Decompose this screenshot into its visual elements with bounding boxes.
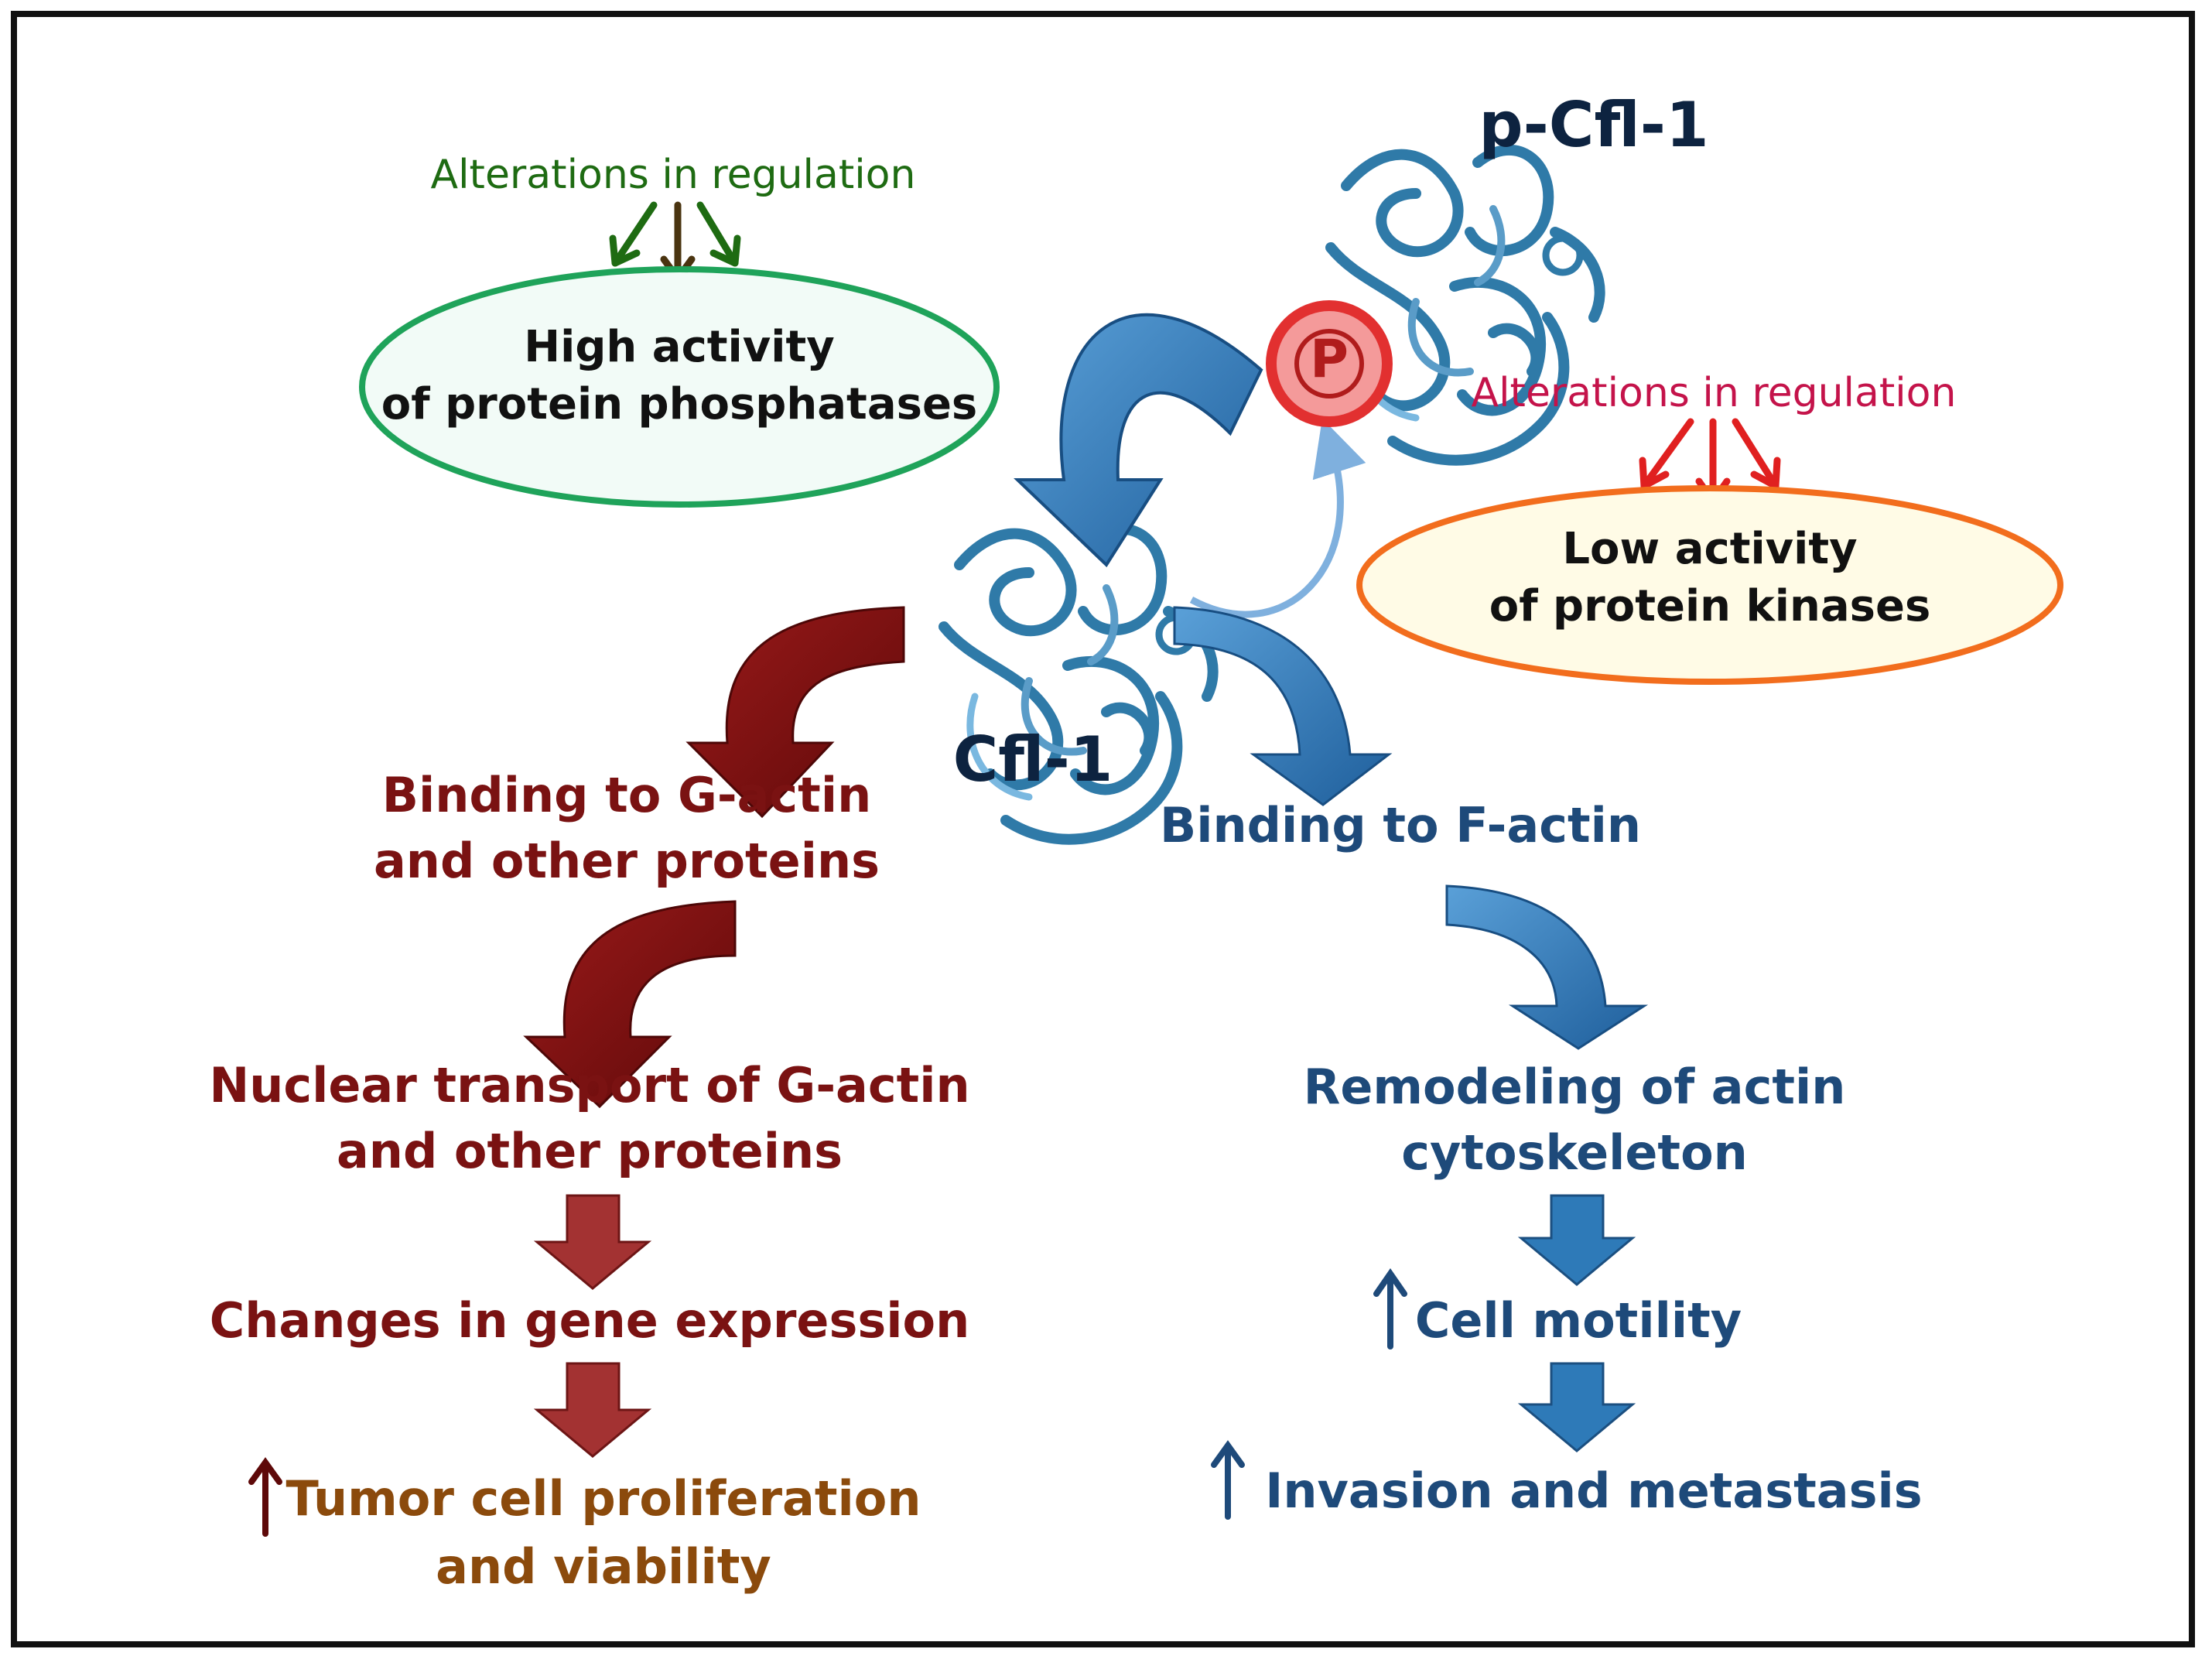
kinase-ellipse (1356, 485, 2063, 685)
remodeling-curved-arrow-icon (1445, 884, 1649, 1050)
p-cfl-label: p-Cfl-1 (1479, 89, 1709, 161)
phosphate-label: P (1310, 329, 1349, 390)
invasion-down-arrow-icon (1517, 1362, 1636, 1452)
phosphate-icon (1266, 300, 1393, 427)
cfl-label: Cfl-1 (952, 724, 1113, 795)
phosphatase-label: High activity of protein phosphatases (381, 322, 978, 429)
f-actin-curved-arrow-icon (1173, 606, 1393, 806)
g-actin-curved-arrow-icon (685, 606, 905, 819)
nuclear-curved-arrow-icon (523, 900, 737, 1109)
motility-down-arrow-icon (1517, 1194, 1636, 1286)
tumor-label: Tumor cell proliferation and viability (285, 1470, 921, 1595)
g-actin-label: Binding to G-actin and other proteins (373, 767, 880, 889)
gene-label: Changes in gene expression (209, 1292, 970, 1349)
motility-up-arrow-icon (1373, 1267, 1407, 1350)
f-actin-label: Binding to F-actin (1160, 797, 1641, 854)
tumor-up-arrow-icon (248, 1457, 282, 1537)
gene-down-arrow-icon (533, 1194, 652, 1290)
kinase-label: Low activity of protein kinases (1489, 524, 1931, 631)
right-regulation-label: Alterations in regulation (1471, 370, 1957, 416)
phosphorylation-thin-arrow-icon (1189, 418, 1366, 618)
motility-label: Cell motility (1414, 1292, 1742, 1349)
remodel-label: Remodeling of actin cytoskeleton (1303, 1059, 1846, 1181)
phosphatase-ellipse (359, 266, 1000, 508)
left-regulation-label: Alterations in regulation (430, 152, 916, 198)
nuclear-label: Nuclear transport of G-actin and other p… (209, 1057, 970, 1179)
tumor-down-arrow-icon (533, 1362, 652, 1458)
invasion-up-arrow-icon (1211, 1440, 1245, 1520)
invasion-label: Invasion and metastasis (1265, 1462, 1923, 1519)
dephosphorylation-curved-arrow-icon (1014, 313, 1263, 568)
